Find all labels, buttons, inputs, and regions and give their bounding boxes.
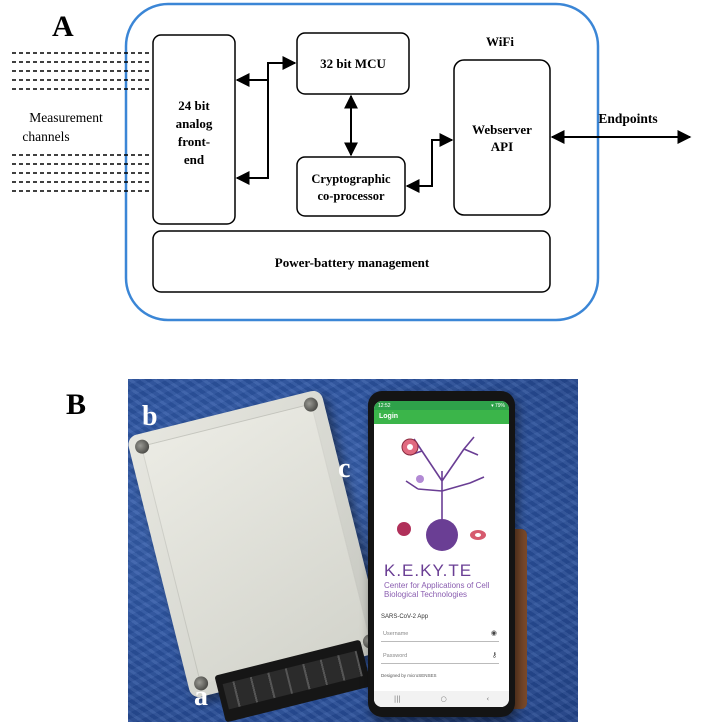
home-icon[interactable]: ○ <box>440 695 447 703</box>
webserver-block <box>453 59 551 216</box>
smartphone: 12:52 ▾ 79% Login K.E.KY.TE Center for A… <box>368 391 515 717</box>
username-field[interactable]: Username ◉ <box>381 627 499 642</box>
phone-case-flap <box>513 529 527 709</box>
afe-label-1: 24 bit <box>178 98 210 113</box>
label-device-b: b <box>142 401 158 432</box>
status-icons: ▾ 79% <box>491 402 505 409</box>
afe-label-3: front- <box>178 134 210 149</box>
crypto-webserver-link <box>405 133 454 193</box>
password-field[interactable]: Password ⚷ <box>381 649 499 664</box>
phone-screen: 12:52 ▾ 79% Login K.E.KY.TE Center for A… <box>374 401 509 707</box>
recent-apps-icon[interactable]: ||| <box>393 695 401 703</box>
logo-subtitle: Center for Applications of Cell Biologic… <box>384 581 490 599</box>
measurement-channels-label-1: Measurement <box>29 110 103 125</box>
crypto-label-1: Cryptographic <box>311 172 391 186</box>
afe-label-4: end <box>184 152 205 167</box>
afe-block <box>152 34 236 225</box>
android-navbar: ||| ○ ‹ <box>374 691 509 707</box>
key-icon: ⚷ <box>491 652 497 659</box>
password-placeholder: Password <box>383 653 408 659</box>
crypto-label-2: co-processor <box>317 189 385 203</box>
afe-label-2: analog <box>176 116 213 131</box>
designed-by: Designed by microSENSES <box>381 673 437 678</box>
mcu-label: 32 bit MCU <box>320 56 386 71</box>
logo-title: K.E.KY.TE <box>384 561 473 580</box>
webserver-label-1: Webserver <box>472 122 532 137</box>
label-phone-c: c <box>338 453 351 484</box>
measurement-channel-lines-lower <box>12 154 152 192</box>
mcu-block <box>296 32 410 95</box>
measurement-channels-label-2: channels <box>22 129 69 144</box>
wifi-label: WiFi <box>486 34 514 49</box>
afe-bus-wires <box>235 56 297 179</box>
status-time: 12:52 <box>378 402 391 409</box>
username-placeholder: Username <box>383 631 409 637</box>
power-block <box>152 230 551 293</box>
device-photo: 12:52 ▾ 79% Login K.E.KY.TE Center for A… <box>128 379 578 722</box>
status-bar: 12:52 ▾ 79% <box>374 401 509 410</box>
block-diagram: Measurement channels 24 bit analog front… <box>12 2 692 322</box>
user-icon: ◉ <box>490 630 497 637</box>
endpoints-label: Endpoints <box>598 111 657 126</box>
system-enclosure <box>124 2 600 322</box>
panel-a-label: A <box>52 10 74 43</box>
panel-b-label: B <box>66 388 87 421</box>
power-label: Power-battery management <box>275 255 430 270</box>
neuron-logo-icon <box>397 436 486 551</box>
measurement-channel-lines-upper <box>12 52 152 90</box>
back-icon[interactable]: ‹ <box>486 695 490 703</box>
app-bar-title: Login <box>374 410 509 424</box>
label-connector-a: a <box>194 681 208 712</box>
webserver-label-2: API <box>491 139 513 154</box>
app-name: SARS-CoV-2 App <box>381 614 429 620</box>
crypto-block <box>296 156 406 217</box>
